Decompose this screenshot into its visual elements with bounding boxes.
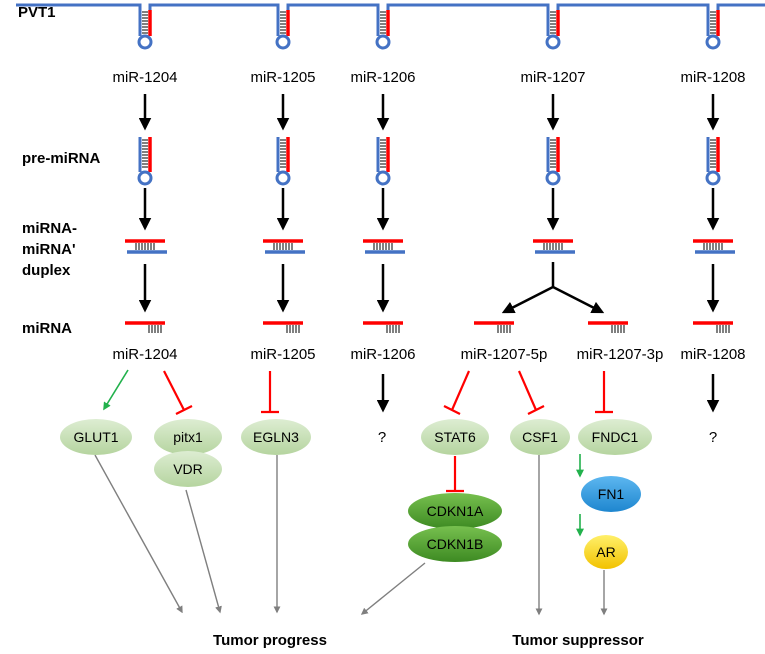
node-cdkn1a-label: CDKN1A bbox=[427, 503, 484, 519]
node-fn1 bbox=[581, 476, 641, 512]
outcome-tumor-suppressor: Tumor suppressor bbox=[512, 632, 644, 649]
node-pitx1 bbox=[154, 419, 222, 455]
mature-label-mir-1207-3p: miR-1207-3p bbox=[577, 346, 664, 363]
pre-mirna-loop bbox=[137, 170, 153, 186]
locus-label-mir-1204: miR-1204 bbox=[112, 69, 177, 86]
transcript-hairpin-4 bbox=[705, 10, 721, 50]
pre-mirna-loop bbox=[545, 170, 561, 186]
transcript-hairpin-2 bbox=[375, 10, 391, 50]
transcript-line bbox=[16, 3, 765, 36]
hairpin-loop bbox=[375, 34, 391, 50]
outcome-glut1 bbox=[94, 454, 183, 614]
duplex-4 bbox=[693, 239, 735, 254]
inhibit-1207-5p-stat6 bbox=[450, 370, 471, 411]
regulation-edges bbox=[94, 369, 613, 616]
unknown-target-1206: ? bbox=[378, 429, 386, 446]
pre-mirna-hairpin-2 bbox=[375, 137, 391, 186]
pvt1-title: PVT1 bbox=[18, 4, 56, 21]
row-label-mirna: miRNA bbox=[22, 320, 72, 337]
mature-label-mir-1207-5p: miR-1207-5p bbox=[461, 346, 548, 363]
outcome-cdkn1 bbox=[360, 562, 426, 615]
node-cdkn1a bbox=[408, 493, 502, 529]
inhibition-edges bbox=[163, 370, 613, 493]
node-stat6 bbox=[421, 419, 489, 455]
pre-mirna-loop bbox=[275, 170, 291, 186]
locus-label-mir-1206: miR-1206 bbox=[350, 69, 415, 86]
hairpin-loop bbox=[545, 34, 561, 50]
pre-mirna-hairpin-3 bbox=[545, 137, 561, 186]
node-egln3 bbox=[241, 419, 311, 455]
processing-arrows bbox=[138, 94, 720, 413]
transcript-hairpin-3 bbox=[545, 10, 561, 50]
node-cdkn1b-label: CDKN1B bbox=[427, 536, 484, 552]
row-label-pre-mirna: pre-miRNA bbox=[22, 150, 101, 167]
node-ar bbox=[584, 535, 628, 569]
mature-mirna-glyph-4 bbox=[588, 321, 628, 333]
arrow-1207-3p-branch bbox=[552, 285, 605, 314]
transcript-hairpin-0 bbox=[137, 10, 153, 50]
pre-mirna-hairpin-1 bbox=[275, 137, 291, 186]
mature-mirna-glyph-2 bbox=[363, 321, 403, 333]
node-csf1-label: CSF1 bbox=[522, 429, 558, 445]
node-vdr bbox=[154, 451, 222, 487]
node-vdr-label: VDR bbox=[173, 461, 203, 477]
mature-mirna-glyph-0 bbox=[125, 321, 165, 333]
inhibit-1204-pitx1-bar bbox=[175, 405, 193, 415]
hairpin-loop bbox=[705, 34, 721, 50]
node-pitx1-label: pitx1 bbox=[173, 429, 203, 445]
node-stat6-label: STAT6 bbox=[434, 429, 476, 445]
hairpin-loop bbox=[275, 34, 291, 50]
locus-label-mir-1208: miR-1208 bbox=[680, 69, 745, 86]
mature-label-mir-1204: miR-1204 bbox=[112, 346, 177, 363]
node-glut1-label: GLUT1 bbox=[73, 429, 118, 445]
duplex-2 bbox=[363, 239, 405, 254]
transcript-hairpin-1 bbox=[275, 10, 291, 50]
unknown-target-1208: ? bbox=[709, 429, 717, 446]
pre-mirna-loop bbox=[705, 170, 721, 186]
node-glut1 bbox=[60, 419, 132, 455]
node-fndc1-label: FNDC1 bbox=[592, 429, 639, 445]
node-fn1-label: FN1 bbox=[598, 486, 625, 502]
mature-label-mir-1208: miR-1208 bbox=[680, 346, 745, 363]
hairpin-loop bbox=[137, 34, 153, 50]
target-nodes: GLUT1 pitx1 VDR EGLN3 ? STAT6 CDKN1A CDK… bbox=[60, 419, 717, 569]
node-cdkn1b bbox=[408, 526, 502, 562]
mature-label-mir-1205: miR-1205 bbox=[250, 346, 315, 363]
mature-mirna-glyph-5 bbox=[693, 321, 733, 333]
outcome-arrows bbox=[94, 454, 608, 616]
node-ar-label: AR bbox=[596, 544, 615, 560]
node-fndc1 bbox=[578, 419, 652, 455]
rna-glyphs bbox=[125, 137, 735, 333]
pre-mirna-loop bbox=[375, 170, 391, 186]
pre-mirna-hairpin-4 bbox=[705, 137, 721, 186]
row-label-duplex-1: miRNA- bbox=[22, 220, 77, 237]
mature-mirna-glyph-3 bbox=[474, 321, 514, 333]
mature-mirna-glyph-1 bbox=[263, 321, 303, 333]
locus-label-mir-1207: miR-1207 bbox=[520, 69, 585, 86]
row-label-duplex-3: duplex bbox=[22, 262, 71, 279]
duplex-0 bbox=[125, 239, 167, 254]
node-egln3-label: EGLN3 bbox=[253, 429, 299, 445]
pre-mirna-hairpin-0 bbox=[137, 137, 153, 186]
duplex-3 bbox=[533, 239, 575, 254]
arrow-1207-5p-branch bbox=[501, 285, 554, 314]
inhibit-1207-5p-csf1 bbox=[517, 370, 538, 411]
row-label-duplex-2: miRNA' bbox=[22, 241, 76, 258]
inhibit-1207-5p-stat6-bar bbox=[443, 405, 461, 415]
duplex-1 bbox=[263, 239, 305, 254]
locus-label-mir-1205: miR-1205 bbox=[250, 69, 315, 86]
outcome-tumor-progress: Tumor progress bbox=[213, 632, 327, 649]
outcome-pitx1-vdr bbox=[185, 489, 222, 614]
mature-label-mir-1206: miR-1206 bbox=[350, 346, 415, 363]
inhibit-1204-pitx1 bbox=[163, 370, 185, 411]
node-csf1 bbox=[510, 419, 570, 455]
inhibit-1207-5p-csf1-bar bbox=[527, 405, 545, 415]
pvt1-transcript bbox=[16, 3, 765, 50]
activate-1204-glut1 bbox=[103, 369, 129, 411]
